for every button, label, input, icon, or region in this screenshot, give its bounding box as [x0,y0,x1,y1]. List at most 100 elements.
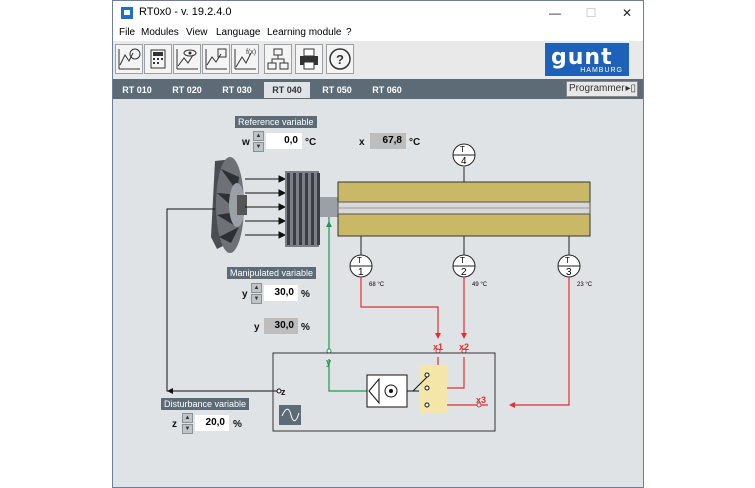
feedback-arrows [435,333,515,408]
signal-x1: x1 [433,342,443,352]
calculator-icon [150,49,166,69]
menu-view[interactable]: View [186,27,208,38]
signal-generator-button[interactable] [279,405,301,425]
programmer-button[interactable]: Programmer ▸▯ [566,81,638,97]
disturbance-spinner[interactable]: ▲▼ [182,413,193,435]
sensor3-tag: T [565,256,570,265]
function-chart-button[interactable]: f(x) [231,44,259,74]
signal-x2: x2 [459,342,469,352]
function-chart-icon: f(x) [234,49,256,70]
reference-spinner[interactable]: ▲▼ [253,131,264,153]
sensor3-num: 3 [566,267,572,278]
signal-z: z [281,387,286,397]
tab-rt050[interactable]: RT 050 [322,85,352,95]
programmer-label: Programmer [569,83,625,94]
menu-file[interactable]: File [119,27,136,38]
signal-y: y [326,357,331,367]
sensor2-tag: T [460,256,465,265]
network-button[interactable] [264,44,292,74]
output-line [328,217,367,392]
chart-export-icon [205,48,227,70]
minimize-button[interactable]: — [549,6,561,20]
help-icon: ? [329,48,351,70]
tab-rt040[interactable]: RT 040 [264,82,310,98]
sensor3-reading: 23 °C [577,282,593,288]
logo-sub: HAMBURG [580,67,623,74]
chart-clock-icon [118,48,141,70]
actual-value: 67,8 [370,133,406,149]
app-icon [121,7,133,19]
maximize-button[interactable]: ☐ [585,6,597,20]
monitor-button[interactable] [173,44,201,74]
manipulated-spinner[interactable]: ▲▼ [251,283,262,305]
heater-icon [285,171,338,247]
actual-unit: °C [409,137,421,148]
tab-rt020[interactable]: RT 020 [172,85,202,95]
manipulated-actual-value: 30,0 [264,318,298,334]
sensor-connectors [360,167,570,255]
manipulated-unit: % [301,289,310,300]
sensor-circles [349,143,581,278]
manipulated-value[interactable]: 30,0 [264,285,298,301]
spin-down-icon[interactable]: ▼ [253,142,264,152]
menu-bar: File Modules View Language Learning modu… [113,25,643,41]
tab-rt060[interactable]: RT 060 [372,85,402,95]
fan-icon [211,157,247,253]
menu-learning-module[interactable]: Learning module [267,27,342,38]
controller-icon [366,374,408,408]
reference-title: Reference variable [235,116,317,128]
manipulated-symbol: y [242,289,248,300]
tab-rt030[interactable]: RT 030 [222,85,252,95]
close-button[interactable]: ✕ [621,6,633,20]
disturbance-unit: % [233,419,242,430]
svg-text:?: ? [336,52,344,67]
spin-down-icon[interactable]: ▼ [251,294,262,304]
manipulated-actual-symbol: y [254,322,260,333]
sensor1-reading: 68 °C [369,282,385,288]
print-button[interactable] [295,44,323,74]
reference-value[interactable]: 0,0 [266,133,302,149]
sensor1-num: 1 [358,267,364,278]
manipulated-actual-unit: % [301,322,310,333]
sensor2-num: 2 [461,267,467,278]
airflow-arrows [245,175,287,239]
disturbance-symbol: z [172,419,177,430]
help-button[interactable]: ? [326,44,354,74]
gunt-logo: gunt HAMBURG [545,43,629,76]
network-icon [267,48,289,70]
expand-icon: ▸▯ [625,83,636,94]
time-chart-button[interactable] [115,44,143,74]
menu-modules[interactable]: Modules [141,27,179,38]
logo-brand: gunt [551,45,613,70]
signal-x3: x3 [476,395,486,405]
spin-up-icon[interactable]: ▲ [251,283,262,293]
disturbance-value[interactable]: 20,0 [195,415,229,431]
printer-icon [300,48,318,70]
menu-language[interactable]: Language [216,27,261,38]
window-title: RT0x0 - v. 19.2.4.0 [139,6,232,18]
sensor4-num: 4 [461,156,467,167]
process-schematic: T 1 T 2 T 3 T 4 68 °C 49 °C 23 °C [166,143,593,432]
sensor1-tag: T [357,256,362,265]
pipe-section [337,181,591,237]
reference-symbol: w [242,137,250,148]
spin-down-icon[interactable]: ▼ [182,424,193,434]
controller-box [272,352,496,432]
app-window: RT0x0 - v. 19.2.4.0 — ☐ ✕ File Modules V… [112,0,644,488]
process-diagram: T 1 T 2 T 3 T 4 68 °C 49 °C 23 °C [113,99,643,487]
reference-unit: °C [305,137,317,148]
sensor2-reading: 49 °C [472,282,488,288]
spin-up-icon[interactable]: ▲ [182,413,193,423]
tab-rt010[interactable]: RT 010 [122,85,152,95]
title-bar: RT0x0 - v. 19.2.4.0 — ☐ ✕ [113,1,643,25]
module-tab-bar: RT 010 RT 020 RT 030 RT 040 RT 050 RT 06… [113,79,643,99]
export-chart-button[interactable] [202,44,230,74]
disturbance-line [166,208,277,392]
calculator-button[interactable] [144,44,172,74]
spin-up-icon[interactable]: ▲ [253,131,264,141]
selector-switch [407,365,447,413]
manipulated-title: Manipulated variable [227,267,317,279]
actual-symbol: x [359,137,365,148]
menu-help[interactable]: ? [346,27,352,38]
svg-text:f(x): f(x) [246,49,256,56]
